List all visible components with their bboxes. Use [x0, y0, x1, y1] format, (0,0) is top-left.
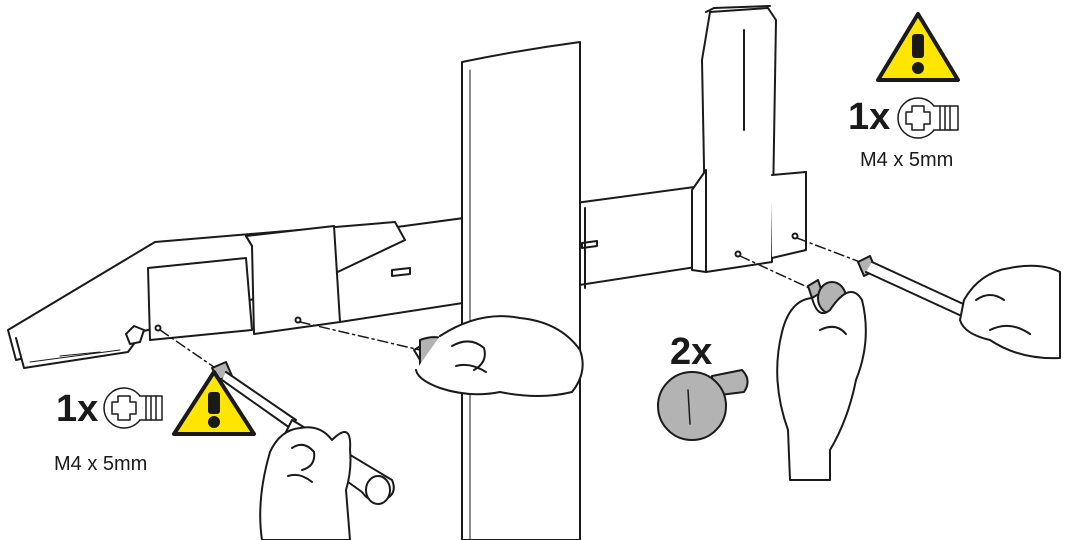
screw-spec-left: M4 x 5mm — [54, 454, 147, 474]
right-bracket — [692, 6, 806, 272]
column — [462, 42, 580, 540]
hand-icon — [260, 427, 350, 540]
screw-icon — [898, 98, 958, 138]
quantity-label-left: 1x — [56, 390, 98, 428]
screw-spec-right: M4 x 5mm — [860, 150, 953, 170]
screwdriver-icon — [858, 256, 972, 318]
hand-icon — [960, 266, 1060, 358]
quantity-label-knob: 2x — [670, 333, 712, 371]
thumb-screw-icon — [658, 370, 748, 440]
screw-icon — [104, 388, 162, 428]
quantity-label-right: 1x — [848, 98, 890, 136]
warning-icon — [878, 14, 958, 80]
warning-icon — [174, 372, 254, 434]
hand-icon — [777, 292, 866, 480]
